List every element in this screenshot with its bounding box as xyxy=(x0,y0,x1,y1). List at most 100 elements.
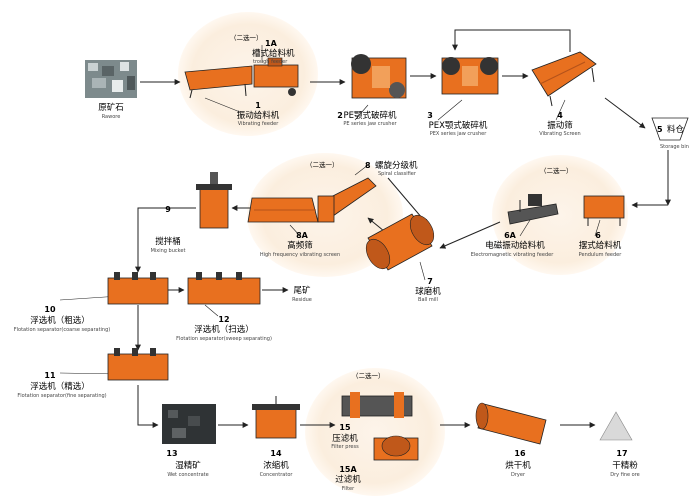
svg-text:16: 16 xyxy=(514,449,526,458)
svg-text:过滤机: 过滤机 xyxy=(335,474,361,485)
svg-text:8: 8 xyxy=(365,161,371,170)
arrow-screen-return xyxy=(452,29,571,52)
svg-text:PE颚式破碎机: PE颚式破碎机 xyxy=(344,110,397,121)
svg-text:球磨机: 球磨机 xyxy=(415,286,441,297)
svg-text:Rawore: Rawore xyxy=(102,114,121,120)
bubble-filters xyxy=(305,368,445,496)
dry-fine-ore-image xyxy=(599,411,633,441)
trough-feeder-image xyxy=(253,57,299,96)
spiral-classifier-image xyxy=(317,177,377,223)
svg-text:Ball mill: Ball mill xyxy=(418,297,438,303)
svg-text:10: 10 xyxy=(44,305,56,314)
svg-text:Electromagnetic vibrating feed: Electromagnetic vibrating feeder xyxy=(471,252,554,258)
svg-text:4: 4 xyxy=(557,111,563,120)
svg-text:Filter: Filter xyxy=(342,486,355,492)
arrow-mixer-down xyxy=(135,207,196,273)
concentrator-image xyxy=(252,396,300,439)
svg-text:Concentrator: Concentrator xyxy=(260,472,294,478)
arrow-feeder-to-mill xyxy=(439,221,501,249)
hf-screen-image xyxy=(247,197,319,223)
wet-concentrate-image xyxy=(162,404,216,444)
svg-text:Wet concentrate: Wet concentrate xyxy=(167,472,208,478)
label-dryer: 16 烘干机 Dryer xyxy=(505,449,531,478)
label-pex-jaw-crusher: 3 PEX颚式破碎机 PEX series jaw crusher xyxy=(427,111,488,137)
raw-ore-image xyxy=(85,60,137,98)
svg-text:Vibrating feeder: Vibrating feeder xyxy=(238,121,279,127)
pe-jaw-crusher-image xyxy=(351,54,407,99)
svg-text:7: 7 xyxy=(427,277,433,286)
label-em-feeder: 6A 电磁振动给料机 Electromagnetic vibrating fee… xyxy=(471,231,554,258)
svg-text:Mixing bucket: Mixing bucket xyxy=(151,248,186,254)
svg-text:Dryer: Dryer xyxy=(511,472,526,478)
em-feeder-image xyxy=(507,194,559,225)
svg-text:槽式给料机: 槽式给料机 xyxy=(252,48,295,59)
label-vibrating-feeder: 1 振动给料机 Vibrating feeder xyxy=(237,101,280,127)
choice-label-2: （二选一） xyxy=(306,160,339,169)
mixing-bucket-image xyxy=(196,172,232,229)
svg-text:8A: 8A xyxy=(296,231,309,240)
svg-text:振动筛: 振动筛 xyxy=(547,120,573,131)
svg-text:1: 1 xyxy=(255,101,261,110)
arrow-fine-to-concentrate xyxy=(137,385,159,428)
ball-mill-image xyxy=(365,213,435,271)
svg-text:Spiral classifier: Spiral classifier xyxy=(378,171,417,177)
filter-image xyxy=(373,435,419,461)
label-pe-jaw-crusher: 2 PE颚式破碎机 PE series jaw crusher xyxy=(337,110,397,127)
pendulum-feeder-image xyxy=(583,195,625,226)
svg-text:13: 13 xyxy=(166,449,177,458)
svg-text:High frequency vibrating scree: High frequency vibrating screen xyxy=(260,252,340,258)
label-concentrator: 14 浓缩机 Concentrator xyxy=(260,449,294,478)
svg-text:料仓: 料仓 xyxy=(667,124,685,135)
svg-text:5: 5 xyxy=(657,125,663,134)
storage-bin-image xyxy=(651,117,689,141)
svg-text:搅拌桶: 搅拌桶 xyxy=(155,236,181,247)
vibrating-screen-image xyxy=(531,51,597,107)
label-mixing-bucket: 9 搅拌桶 Mixing bucket xyxy=(151,205,186,254)
svg-text:压滤机: 压滤机 xyxy=(332,433,358,444)
label-wet-concentrate: 13 湿精矿 Wet concentrate xyxy=(166,449,208,478)
choice-label-3: （二选一） xyxy=(540,166,573,175)
svg-text:trough feeder: trough feeder xyxy=(253,59,288,65)
svg-text:螺旋分级机: 螺旋分级机 xyxy=(375,160,418,171)
filter-press-image xyxy=(341,392,413,418)
svg-text:1A: 1A xyxy=(265,39,278,48)
svg-text:Dry fine ore: Dry fine ore xyxy=(610,472,640,478)
svg-text:烘干机: 烘干机 xyxy=(505,460,531,471)
arrow-screen-to-bin xyxy=(604,97,646,129)
choice-label-4: （二选一） xyxy=(352,371,385,380)
label-filter: 15A 过滤机 Filter xyxy=(335,465,361,492)
svg-text:Filter press: Filter press xyxy=(331,444,359,450)
svg-text:浮选机（精选）: 浮选机（精选） xyxy=(30,381,90,392)
label-residue: 尾矿 Residue xyxy=(292,285,312,303)
svg-text:Pendulum feeder: Pendulum feeder xyxy=(579,252,623,258)
label-spiral-classifier: 8 螺旋分级机 Spiral classifier xyxy=(365,160,418,177)
svg-text:浮选机（粗选）: 浮选机（粗选） xyxy=(30,315,90,326)
svg-text:Flotation separator(coarse sep: Flotation separator(coarse separating) xyxy=(14,327,111,333)
label-pendulum-feeder: 6 摆式给料机 Pendulum feeder xyxy=(579,231,623,258)
svg-text:PEX颚式破碎机: PEX颚式破碎机 xyxy=(429,120,488,131)
svg-text:振动给料机: 振动给料机 xyxy=(237,110,280,121)
label-filter-press: 15 压滤机 Filter press xyxy=(331,423,359,450)
svg-text:3: 3 xyxy=(427,111,433,120)
pex-jaw-crusher-image xyxy=(441,57,499,95)
svg-text:Flotation separator(fine separ: Flotation separator(fine separating) xyxy=(17,393,106,399)
svg-text:浓缩机: 浓缩机 xyxy=(263,460,289,471)
label-dry-fine-ore: 17 干精粉 Dry fine ore xyxy=(610,449,640,478)
svg-text:PE series jaw crusher: PE series jaw crusher xyxy=(343,121,397,127)
svg-text:6A: 6A xyxy=(504,231,517,240)
svg-text:摆式给料机: 摆式给料机 xyxy=(579,240,622,251)
label-ball-mill: 7 球磨机 Ball mill xyxy=(415,277,441,303)
svg-text:Residue: Residue xyxy=(292,297,312,303)
dryer-image xyxy=(475,402,547,445)
svg-text:Vibrating Screen: Vibrating Screen xyxy=(539,131,580,137)
svg-text:高频筛: 高频筛 xyxy=(287,240,313,251)
svg-text:Flotation separator(sweep sepa: Flotation separator(sweep separating) xyxy=(176,336,272,342)
flotation-coarse-image xyxy=(107,272,169,305)
svg-text:11: 11 xyxy=(44,371,56,380)
bubble-secondary-feeders xyxy=(492,155,628,275)
svg-text:电磁振动给料机: 电磁振动给料机 xyxy=(485,240,545,251)
svg-text:15A: 15A xyxy=(339,465,357,474)
svg-text:湿精矿: 湿精矿 xyxy=(175,460,201,471)
svg-text:干精粉: 干精粉 xyxy=(612,460,638,471)
